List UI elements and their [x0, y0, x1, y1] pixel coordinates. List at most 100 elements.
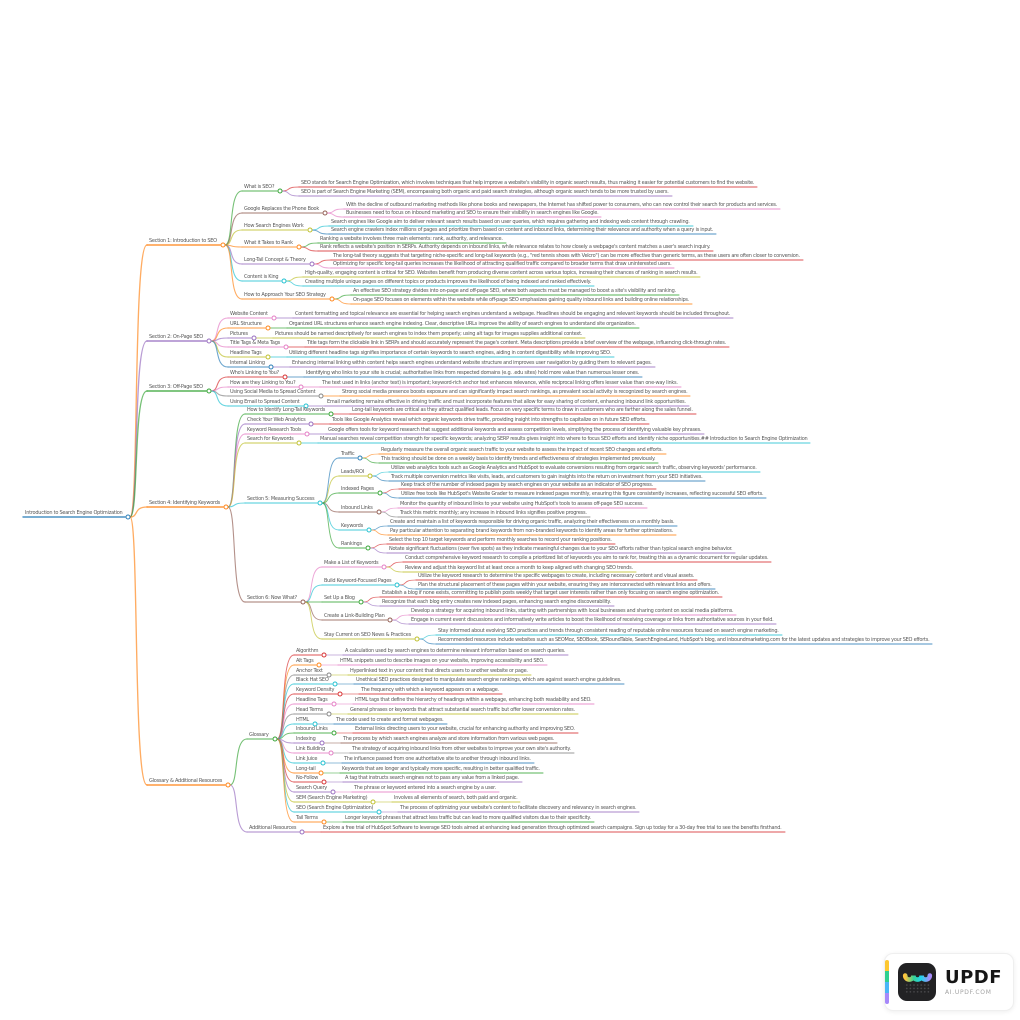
mindmap-leaf-node[interactable]: Track multiple conversion metrics like v…	[391, 474, 703, 480]
mindmap-leaf-node[interactable]: Explore a free trial of HubSpot Software…	[323, 825, 782, 831]
mindmap-leaf-node[interactable]: Unethical SEO practices designed to mani…	[356, 677, 622, 683]
node-toggle-circle[interactable]	[206, 388, 212, 394]
node-toggle-circle[interactable]	[309, 261, 315, 267]
node-toggle-circle[interactable]	[320, 760, 326, 766]
node-toggle-circle[interactable]	[321, 819, 327, 825]
mindmap-branch-node[interactable]: Indexing	[296, 736, 316, 742]
mindmap-leaf-node[interactable]: The phrase or keyword entered into a sea…	[354, 785, 496, 791]
mindmap-leaf-node[interactable]: External links directing users to your w…	[355, 726, 575, 732]
node-toggle-circle[interactable]	[331, 701, 337, 707]
node-toggle-circle[interactable]	[331, 730, 337, 736]
mindmap-branch-node[interactable]: Who's Linking to You?	[230, 370, 279, 376]
node-toggle-circle[interactable]	[367, 473, 373, 479]
node-toggle-circle[interactable]	[282, 374, 288, 380]
node-toggle-circle[interactable]	[303, 403, 309, 409]
node-toggle-circle[interactable]	[328, 750, 334, 756]
mindmap-branch-node[interactable]: Traffic	[341, 451, 355, 457]
mindmap-branch-node[interactable]: No-Follow	[296, 775, 319, 781]
mindmap-branch-node[interactable]: Stay Current on SEO News & Practices	[324, 632, 411, 638]
mindmap-leaf-node[interactable]: Content formatting and topical relevance…	[295, 311, 731, 317]
mindmap-leaf-node[interactable]: Pay particular attention to separating b…	[390, 528, 673, 534]
mindmap-leaf-node[interactable]: Recommended resources include websites s…	[438, 637, 930, 643]
node-toggle-circle[interactable]	[337, 691, 343, 697]
mindmap-branch-node[interactable]: Inbound Links	[341, 505, 373, 511]
mindmap-leaf-node[interactable]: Monitor the quantity of inbound links to…	[400, 501, 644, 507]
mindmap-branch-node[interactable]: Create a Link-Building Plan	[324, 613, 385, 619]
mindmap-branch-node[interactable]: Search for Keywords	[247, 436, 294, 442]
node-toggle-circle[interactable]	[330, 789, 336, 795]
node-toggle-circle[interactable]	[377, 490, 383, 496]
mindmap-leaf-node[interactable]: Utilize web analytics tools such as Goog…	[391, 465, 757, 471]
node-toggle-circle[interactable]	[318, 393, 324, 399]
node-toggle-circle[interactable]	[223, 504, 229, 510]
updf-watermark-card[interactable]: UPDF AI.UPDF.COM	[884, 953, 1014, 1011]
mindmap-branch-node[interactable]: Alt Tags	[296, 658, 314, 664]
mindmap-leaf-node[interactable]: Tools like Google Analytics reveal which…	[332, 417, 647, 423]
node-toggle-circle[interactable]	[394, 582, 400, 588]
node-toggle-circle[interactable]	[299, 829, 305, 835]
node-toggle-circle[interactable]	[298, 384, 304, 390]
mindmap-leaf-node[interactable]: The frequency with which a keyword appea…	[361, 687, 499, 693]
mindmap-branch-node[interactable]: SEO (Search Engine Optimization)	[296, 805, 374, 811]
node-toggle-circle[interactable]	[271, 315, 277, 321]
node-toggle-circle[interactable]	[387, 617, 393, 623]
node-toggle-circle[interactable]	[268, 364, 274, 370]
mindmap-leaf-node[interactable]: Google offers tools for keyword research…	[328, 427, 702, 433]
node-toggle-circle[interactable]	[265, 325, 271, 331]
node-toggle-circle[interactable]	[322, 210, 328, 216]
mindmap-branch-node[interactable]: Headline Tags	[296, 697, 328, 703]
mindmap-branch-node[interactable]: Black Hat SEO	[296, 677, 329, 683]
node-toggle-circle[interactable]	[251, 335, 257, 341]
node-toggle-circle[interactable]	[283, 344, 289, 350]
mindmap-leaf-node[interactable]: Strong social media presence boosts expo…	[342, 389, 688, 395]
mindmap-leaf-node[interactable]: Utilize free tools like HubSpot's Websit…	[401, 491, 764, 497]
mindmap-leaf-node[interactable]: A tag that instructs search engines not …	[345, 775, 519, 781]
node-toggle-circle[interactable]	[281, 278, 287, 284]
mindmap-leaf-node[interactable]: Enhancing internal linking within conten…	[292, 360, 652, 366]
mindmap-branch-node[interactable]: Section 6: Now What?	[247, 595, 297, 601]
mindmap-branch-node[interactable]: What it Takes to Rank	[244, 240, 293, 246]
mindmap-leaf-node[interactable]: Long-tail keywords are critical as they …	[352, 407, 693, 413]
mindmap-branch-node[interactable]: URL Structure	[230, 321, 262, 327]
node-toggle-circle[interactable]	[358, 599, 364, 605]
mindmap-branch-node[interactable]: Build Keyword-Focused Pages	[324, 578, 392, 584]
mindmap-leaf-node[interactable]: A calculation used by search engines to …	[345, 648, 566, 654]
mindmap-leaf-node[interactable]: Track this metric monthly; any increase …	[400, 510, 587, 516]
node-toggle-circle[interactable]	[225, 782, 231, 788]
mindmap-leaf-node[interactable]: Create and maintain a list of keywords r…	[390, 519, 675, 525]
mindmap-branch-node[interactable]: Long-tail	[296, 766, 316, 772]
mindmap-branch-node[interactable]: Tail Terms	[296, 815, 318, 821]
mindmap-branch-node[interactable]: SEM (Search Engine Marketing)	[296, 795, 368, 801]
mindmap-leaf-node[interactable]: The process of optimizing your website's…	[400, 805, 637, 811]
node-toggle-circle[interactable]	[277, 188, 283, 194]
mindmap-branch-node[interactable]: Keyword Density	[296, 687, 335, 693]
node-toggle-circle[interactable]	[296, 440, 302, 446]
node-toggle-circle[interactable]	[300, 599, 306, 605]
mindmap-branch-node[interactable]: Keywords	[341, 523, 363, 529]
mindmap-leaf-node[interactable]: Rank reflects a website's position in SE…	[320, 244, 711, 250]
mindmap-leaf-node[interactable]: Businesses need to focus on inbound mark…	[346, 210, 599, 216]
mindmap-leaf-node[interactable]: Keywords that are longer and typically m…	[342, 766, 540, 772]
mindmap-branch-node[interactable]: How Search Engines Work	[244, 223, 304, 229]
mindmap-branch-node[interactable]: Link Building	[296, 746, 325, 752]
node-toggle-circle[interactable]	[206, 338, 212, 344]
mindmap-leaf-node[interactable]: SEO stands for Search Engine Optimizatio…	[301, 180, 755, 186]
mindmap-leaf-node[interactable]: Notate significant fluctuations (over fi…	[389, 546, 733, 552]
node-toggle-circle[interactable]	[317, 500, 323, 506]
mindmap-leaf-node[interactable]: Stay informed about evolving SEO practic…	[438, 628, 779, 634]
node-toggle-circle[interactable]	[321, 652, 327, 658]
mindmap-branch-node[interactable]: Website Content	[230, 311, 268, 317]
mindmap-leaf-node[interactable]: General phrases or keywords that attract…	[350, 707, 575, 713]
mindmap-leaf-node[interactable]: The text used in links (anchor text) is …	[322, 380, 678, 386]
mindmap-leaf-node[interactable]: Regularly measure the overall organic se…	[381, 447, 663, 453]
mindmap-leaf-node[interactable]: The influence passed from one authoritat…	[344, 756, 531, 762]
mindmap-leaf-node[interactable]: Plan the structural placement of these p…	[418, 582, 712, 588]
mindmap-leaf-node[interactable]: Hyperlinked text in your content that di…	[350, 668, 528, 674]
mindmap-leaf-node[interactable]: This tracking should be done on a weekly…	[381, 456, 656, 462]
mindmap-leaf-node[interactable]: Keep track of the number of indexed page…	[401, 482, 653, 488]
mindmap-branch-node[interactable]: Inbound Links	[296, 726, 328, 732]
node-toggle-circle[interactable]	[316, 662, 322, 668]
node-toggle-circle[interactable]	[357, 455, 363, 461]
mindmap-branch-node[interactable]: Pictures	[230, 331, 248, 337]
